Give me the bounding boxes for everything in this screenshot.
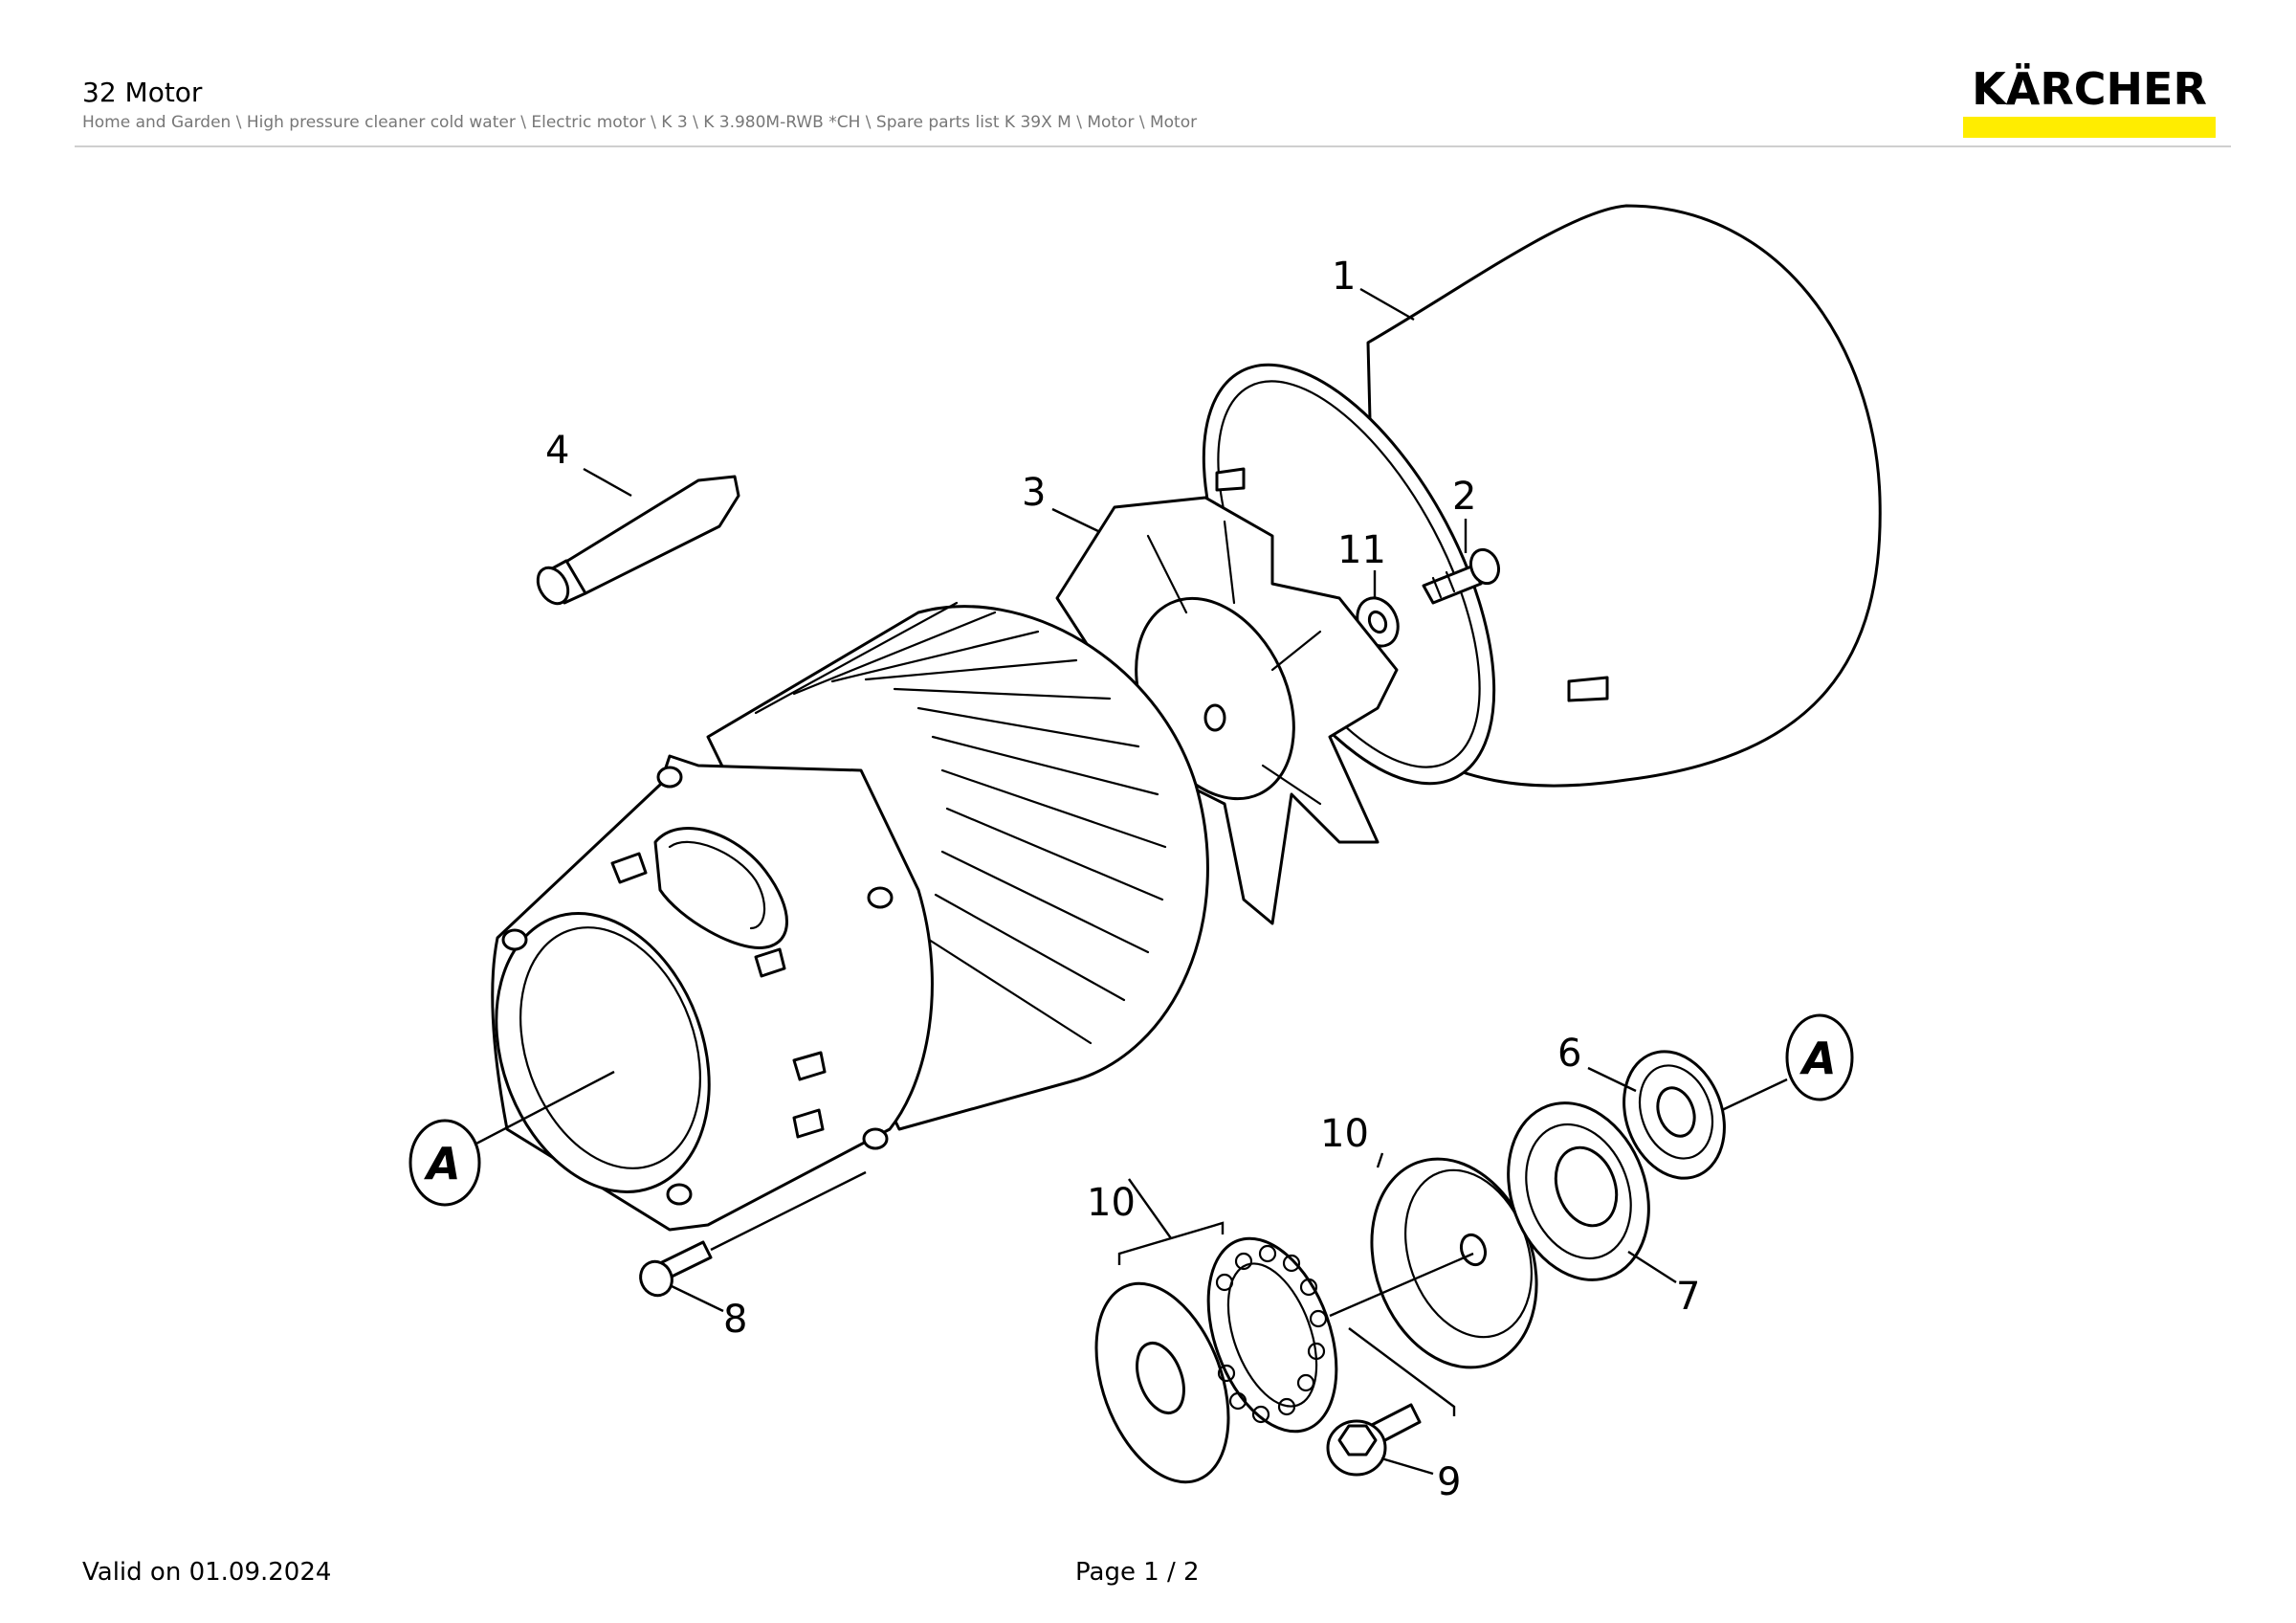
part-1-motor-cover	[1202, 204, 1882, 788]
motor-stator	[706, 601, 1209, 1131]
part-6-seal	[1623, 1050, 1788, 1180]
callout-9: 9	[1437, 1460, 1461, 1504]
part-2-screw	[1422, 547, 1501, 605]
footer-valid-date: Valid on 01.09.2024	[82, 1558, 332, 1587]
callout-6: 6	[1557, 1032, 1581, 1076]
part-4-grease-tube	[536, 475, 740, 606]
callout-10-left: 10	[1087, 1181, 1136, 1225]
callout-8: 8	[723, 1298, 747, 1342]
part-8-screw	[639, 1170, 867, 1298]
footer-page-number: Page 1 / 2	[1075, 1558, 1200, 1587]
logo-yellow-bar	[1963, 117, 2216, 138]
callout-1: 1	[1332, 255, 1356, 299]
page-title: 32 Motor	[82, 77, 203, 108]
part-10-bearing-cup	[1329, 1152, 1538, 1416]
callout-2: 2	[1452, 475, 1476, 519]
part-9-flange-screw	[1326, 1403, 1422, 1477]
callouts: 1 2 3 4 11 6 7 8 9 10 10	[545, 255, 1700, 1504]
part-10-thrust-bearing	[1094, 1178, 1338, 1484]
callout-4: 4	[545, 429, 569, 473]
callout-3: 3	[1022, 471, 1046, 515]
reference-marker-a-right: A	[1785, 1013, 1854, 1101]
reference-marker-a-left: A	[408, 1070, 615, 1207]
callout-7: 7	[1676, 1275, 1700, 1319]
karcher-logo: KÄRCHER	[1963, 63, 2216, 138]
callout-10-right: 10	[1320, 1112, 1369, 1156]
breadcrumb: Home and Garden \ High pressure cleaner …	[82, 113, 1198, 132]
svg-text:A: A	[424, 1138, 461, 1189]
svg-text:A: A	[1799, 1033, 1837, 1084]
callout-11: 11	[1337, 528, 1386, 572]
logo-wordmark: KÄRCHER	[1972, 63, 2207, 115]
part-7-ball-bearing	[1507, 1101, 1650, 1281]
end-shield-flange	[491, 754, 934, 1232]
header-divider	[75, 145, 2231, 147]
